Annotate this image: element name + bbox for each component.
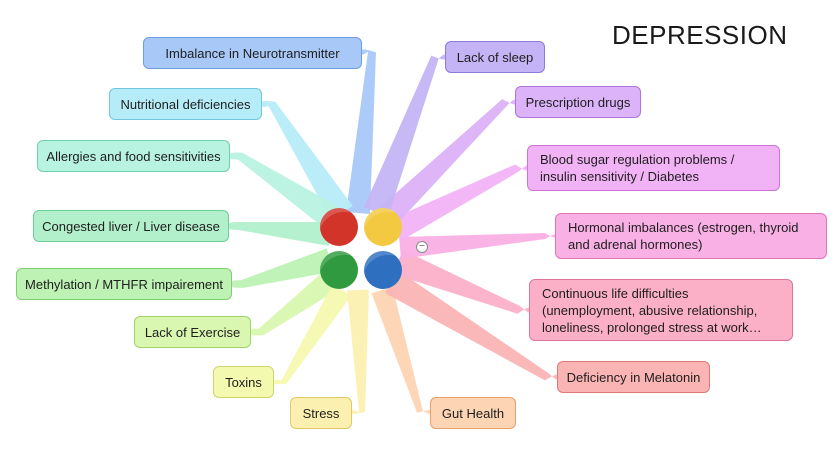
collapse-toggle-icon[interactable]: − — [416, 241, 428, 253]
center-green-circle-highlight — [319, 250, 352, 272]
node-lack-of-sleep[interactable]: Lack of sleep — [445, 41, 545, 73]
map-title: DEPRESSION — [612, 20, 788, 50]
link-stress — [347, 289, 369, 414]
center-yellow-circle-highlight — [363, 207, 396, 229]
node-lack-of-exercise[interactable]: Lack of Exercise — [134, 316, 251, 348]
node-stress[interactable]: Stress — [290, 397, 352, 429]
link-imbalance-in-neurotransmitter — [346, 49, 376, 215]
center-red-circle — [320, 208, 358, 246]
link-blood-sugar-regulation — [390, 164, 527, 241]
link-methylation — [232, 248, 334, 288]
link-nutritional-deficiencies — [262, 100, 353, 221]
link-allergies-food-sensitivities — [230, 152, 340, 229]
center-green-circle — [320, 251, 358, 289]
center-yellow-circle — [364, 208, 402, 246]
node-allergies-food-sensitivities[interactable]: Allergies and food sensitivities — [37, 140, 230, 172]
center-red-circle-highlight — [319, 207, 352, 229]
node-hormonal-imbalances[interactable]: Hormonal imbalances (estrogen, thyroid a… — [555, 213, 827, 259]
node-nutritional-deficiencies[interactable]: Nutritional deficiencies — [109, 88, 262, 120]
link-hormonal-imbalances — [399, 233, 555, 259]
node-deficiency-in-melatonin[interactable]: Deficiency in Melatonin — [557, 361, 710, 393]
link-continuous-life-difficulties — [393, 249, 529, 314]
node-continuous-life-difficulties[interactable]: Continuous life difficulties (unemployme… — [529, 279, 793, 341]
link-prescription-drugs — [379, 99, 515, 225]
node-blood-sugar-regulation[interactable]: Blood sugar regulation problems / insuli… — [527, 145, 780, 191]
link-gut-health — [371, 286, 430, 414]
central-topic-icon[interactable] — [319, 207, 402, 289]
node-gut-health[interactable]: Gut Health — [430, 397, 516, 429]
center-blue-circle — [364, 251, 402, 289]
node-prescription-drugs[interactable]: Prescription drugs — [515, 86, 641, 118]
node-toxins[interactable]: Toxins — [213, 366, 274, 398]
link-lack-of-exercise — [251, 268, 342, 336]
link-deficiency-in-melatonin — [385, 270, 557, 381]
link-toxins — [274, 284, 352, 385]
node-imbalance-in-neurotransmitter[interactable]: Imbalance in Neurotransmitter — [143, 37, 362, 69]
node-methylation[interactable]: Methylation / MTHFR impairement — [16, 268, 232, 300]
center-blue-circle-highlight — [363, 250, 396, 272]
node-congested-liver[interactable]: Congested liver / Liver disease — [33, 210, 229, 242]
link-lack-of-sleep — [363, 54, 445, 217]
connector-links — [229, 49, 557, 414]
link-congested-liver — [229, 222, 332, 246]
